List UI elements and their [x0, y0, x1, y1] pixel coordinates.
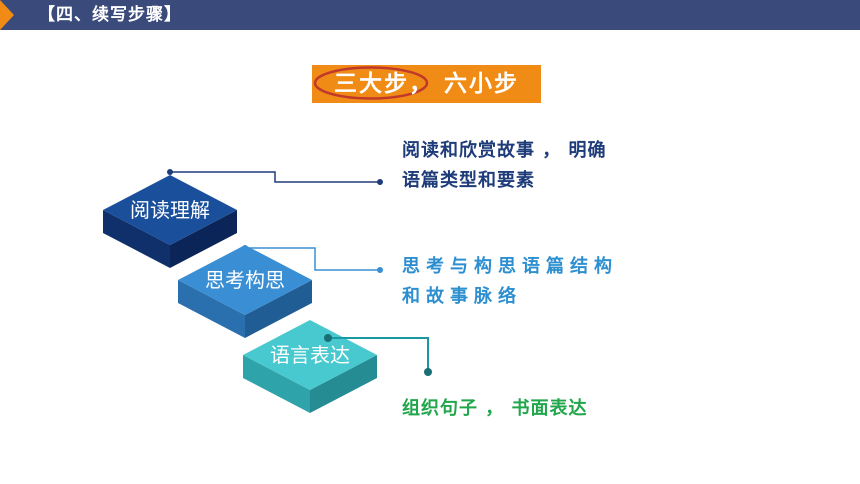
- step-block-reading: [103, 175, 237, 268]
- description-line: 阅读和欣赏故事 ， 明确: [402, 140, 607, 161]
- connector-reading: [167, 169, 383, 185]
- description-line: 和故事脉络: [402, 286, 522, 307]
- step-label-reading: 阅读理解: [130, 198, 210, 222]
- step-label-thinking: 思考构思: [205, 268, 285, 292]
- description-line: 思考与构思语篇结构: [402, 256, 618, 277]
- description-line: 语篇类型和要素: [402, 170, 535, 191]
- connector-thinking: [242, 245, 383, 273]
- step-block-thinking: [178, 245, 312, 338]
- connector-expression: [324, 334, 432, 376]
- step-label-expression: 语言表达: [270, 343, 350, 367]
- header-arrow-icon: [0, 0, 14, 30]
- section-title: 【四、续写步骤】: [38, 5, 182, 25]
- description-line: 组织句子 ， 书面表达: [402, 398, 588, 419]
- slide-title: 三大步， 六小步: [333, 71, 519, 97]
- step-description-thinking: 思考与构思语篇结构 和故事脉络: [402, 252, 662, 312]
- step-description-reading: 阅读和欣赏故事 ， 明确 语篇类型和要素: [402, 136, 662, 196]
- step-description-expression: 组织句子 ， 书面表达: [402, 394, 662, 424]
- header-bar: [0, 0, 860, 30]
- highlight-ellipse-icon: [313, 66, 429, 100]
